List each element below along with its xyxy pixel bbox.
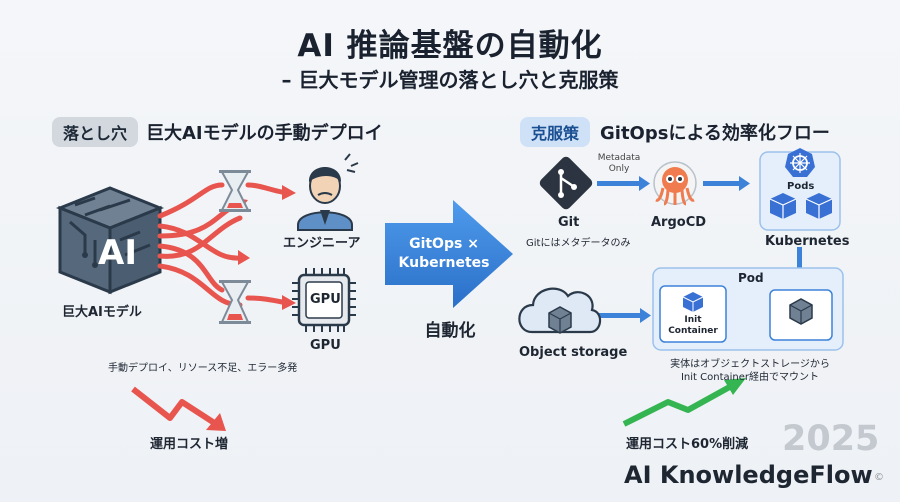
gitops-diagram (518, 148, 844, 427)
gpu-chip-icon (292, 268, 356, 332)
metadata-label-line2: Only (608, 164, 630, 174)
copyright-mark: © (874, 472, 884, 483)
arrow-label-line1: GitOps × (409, 236, 479, 252)
storage-note-line1: 実体はオブジェクトストレージから (670, 359, 830, 370)
metadata-label-line1: Metadata (597, 153, 641, 163)
ai-model-label: 巨大AIモデル (62, 305, 142, 320)
model-volume-icon (789, 298, 813, 325)
git-sublabel: Gitにはメタデータのみ (526, 238, 631, 249)
kubernetes-icon (785, 148, 815, 177)
arrow-label-line2: Kubernetes (398, 255, 490, 271)
pod-cube-icon (769, 193, 797, 219)
page-title: AI 推論基盤の自動化 (297, 28, 603, 64)
engineer-label: エンジニーア (283, 236, 361, 251)
bottleneck-icon (219, 280, 251, 324)
gpu-chip-text: GPU (310, 292, 341, 307)
init-container-box (659, 285, 727, 343)
object-storage-label: Object storage (519, 345, 628, 360)
cost-down-arrow (622, 381, 737, 427)
cost-increase-label: 運用コスト増 (150, 437, 229, 452)
init-container-line1: Init (684, 315, 702, 325)
pitfall-diagram (55, 153, 359, 431)
automation-arrow (385, 200, 513, 308)
argocd-label: ArgoCD (651, 215, 707, 230)
cost-reduction-label: 運用コスト60%削減 (626, 437, 749, 452)
pods-label: Pods (787, 181, 815, 192)
cost-up-arrow (131, 386, 218, 427)
bottleneck-icon (219, 170, 251, 212)
storage-note-line2: Init Container経由でマウント (680, 372, 820, 383)
init-container-line2: Container (668, 326, 718, 336)
git-icon (539, 156, 593, 210)
pitfall-tag: 落とし穴 (52, 117, 139, 147)
init-container-icon (682, 292, 704, 312)
page-subtitle: – 巨大モデル管理の落とし穴と克服策 (281, 68, 619, 92)
pod-label: Pod (738, 271, 764, 285)
solution-tag: 克服策 (520, 117, 591, 147)
gpu-label: GPU (310, 338, 341, 353)
argocd-icon (653, 161, 697, 206)
kubernetes-label: Kubernetes (765, 234, 850, 249)
engineer-icon (297, 153, 359, 231)
ai-model-icon (55, 186, 165, 295)
object-storage-icon (518, 287, 602, 334)
ai-model-icon-text: AI (98, 233, 137, 273)
chaos-arrows (157, 182, 285, 308)
solution-heading: GitOpsによる効率化フロー (600, 123, 830, 144)
problems-text: 手動デプロイ、リソース不足、エラー多発 (108, 363, 298, 374)
brand-name: AI KnowledgeFlow (624, 461, 873, 489)
brand-year: 2025 (782, 419, 880, 459)
automation-caption: 自動化 (424, 321, 476, 341)
pitfall-heading: 巨大AIモデルの手動デプロイ (146, 123, 383, 144)
pod-cube-icon (805, 193, 833, 219)
git-label: Git (558, 215, 580, 230)
